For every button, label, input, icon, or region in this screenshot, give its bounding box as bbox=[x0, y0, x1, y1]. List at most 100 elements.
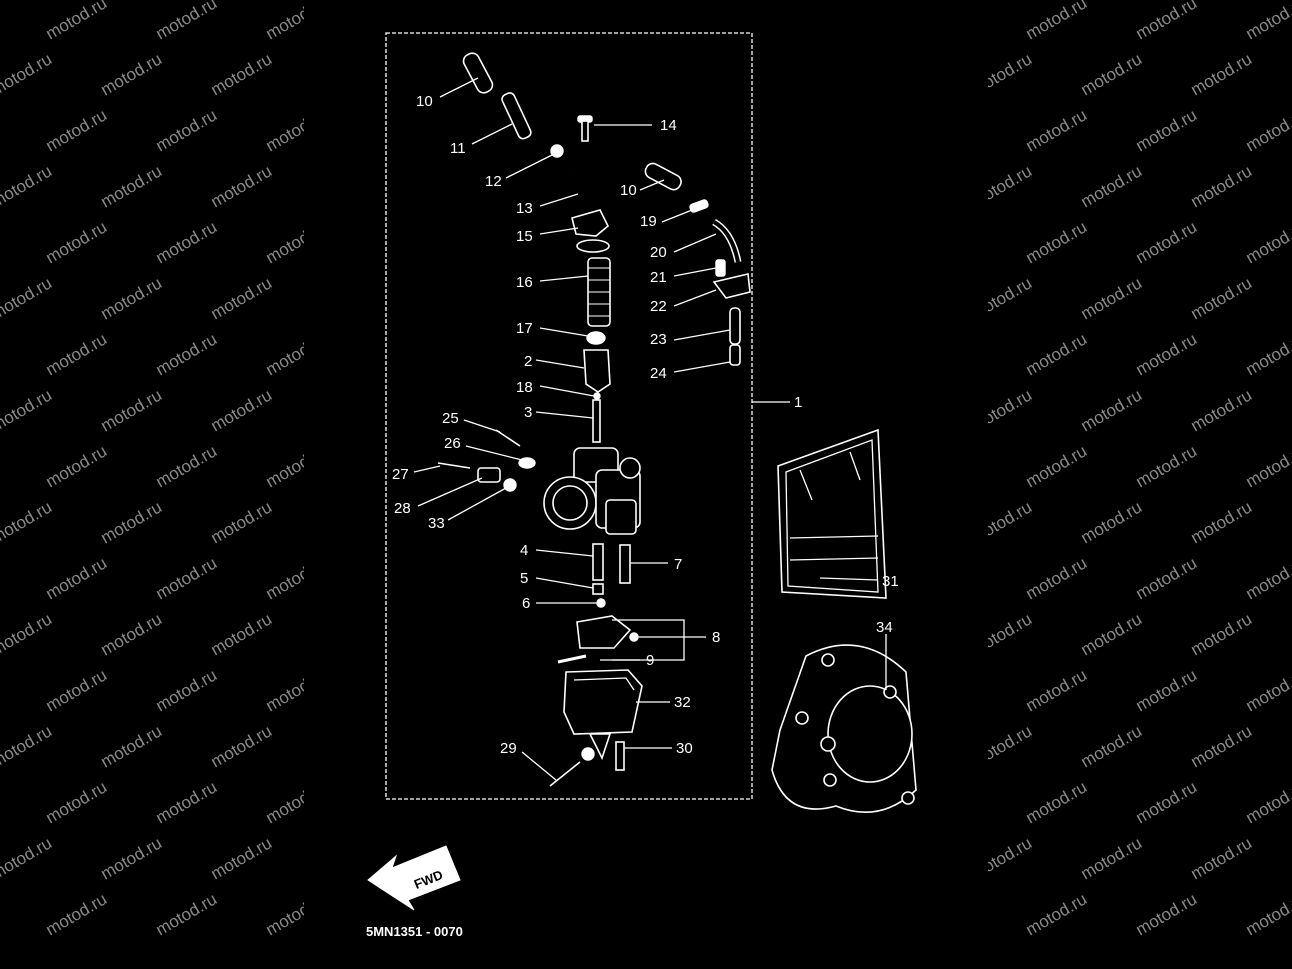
gasket-sheet bbox=[777, 428, 887, 599]
watermark-text: motod.ru bbox=[43, 665, 111, 715]
callout-27: 27 bbox=[392, 466, 409, 483]
callout-25: 25 bbox=[442, 410, 459, 427]
watermark-text: motod.ru bbox=[0, 497, 55, 547]
watermark-text: motod.ru bbox=[0, 273, 55, 323]
callout-labels: 10 11 12 13 14 15 16 17 2 18 3 25 26 27 … bbox=[392, 93, 899, 757]
watermark-text: motod.ru bbox=[208, 49, 276, 99]
callout-7: 7 bbox=[674, 556, 682, 573]
carburetor-body bbox=[543, 447, 641, 535]
watermark-text: motod.ru bbox=[208, 609, 276, 659]
watermark-text: motod.ru bbox=[968, 161, 1036, 211]
watermark-text: motod.ru bbox=[913, 329, 981, 379]
watermark-text: motod.ru bbox=[43, 0, 111, 43]
callout-33: 33 bbox=[428, 515, 445, 532]
watermark-text: motod.ru bbox=[913, 217, 981, 267]
watermark-text: motod.ru bbox=[0, 721, 55, 771]
watermark-text: motod.ru bbox=[1078, 49, 1146, 99]
watermark-text: motod.ru bbox=[208, 721, 276, 771]
part-drawings bbox=[437, 52, 917, 813]
watermark-text: motod.ru bbox=[318, 49, 386, 99]
watermark-text: motod.ru bbox=[1023, 441, 1091, 491]
watermark-text: motod.ru bbox=[318, 273, 386, 323]
watermark-text: motod.ru bbox=[263, 0, 331, 43]
watermark-text: motod.ru bbox=[913, 105, 981, 155]
watermark-text: motod.ru bbox=[208, 273, 276, 323]
watermark-text: motod.ru bbox=[153, 0, 221, 43]
watermark-text: motod.ru bbox=[1133, 441, 1201, 491]
callout-10-left: 10 bbox=[416, 93, 433, 110]
watermark-text: motod.ru bbox=[913, 665, 981, 715]
watermark-text: motod.ru bbox=[153, 329, 221, 379]
watermark-text: motod.ru bbox=[1243, 217, 1292, 267]
watermark-text: motod.ru bbox=[208, 497, 276, 547]
watermark-text: motod.ru bbox=[98, 385, 166, 435]
watermark-text: motod.ru bbox=[1243, 329, 1292, 379]
callout-17: 17 bbox=[516, 320, 533, 337]
watermark-text: motod.ru bbox=[263, 217, 331, 267]
watermark-text: motod.ru bbox=[1023, 889, 1091, 939]
watermark-text: motod.ru bbox=[263, 665, 331, 715]
watermark-text: motod.ru bbox=[263, 777, 331, 827]
watermark-text: motod.ru bbox=[0, 609, 55, 659]
callout-22: 22 bbox=[650, 298, 667, 315]
callout-34: 34 bbox=[876, 619, 893, 636]
callout-14: 14 bbox=[660, 117, 677, 134]
watermark-text: motod.ru bbox=[153, 777, 221, 827]
watermark-text: motod.ru bbox=[43, 105, 111, 155]
watermark-text: motod.ru bbox=[1243, 105, 1292, 155]
watermark-text: motod.ru bbox=[0, 161, 55, 211]
watermark-text: motod.ru bbox=[1023, 0, 1091, 43]
watermark-text: motod.ru bbox=[1023, 777, 1091, 827]
watermark-text: motod.ru bbox=[0, 833, 55, 883]
watermark-text: motod.ru bbox=[968, 721, 1036, 771]
callout-4: 4 bbox=[520, 542, 528, 559]
callout-31: 31 bbox=[882, 573, 899, 590]
watermark-text: motod.ru bbox=[1078, 497, 1146, 547]
watermark-text: motod.ru bbox=[1133, 665, 1201, 715]
callout-20: 20 bbox=[650, 244, 667, 261]
watermark-text: motod.ru bbox=[1243, 441, 1292, 491]
watermark-text: motod.ru bbox=[0, 385, 55, 435]
callout-11: 11 bbox=[450, 140, 466, 157]
callout-29: 29 bbox=[500, 740, 517, 757]
watermark-text: motod.ru bbox=[1243, 777, 1292, 827]
watermark-text: motod.ru bbox=[153, 217, 221, 267]
watermark-text: motod.ru bbox=[208, 161, 276, 211]
watermark-text: motod.ru bbox=[98, 273, 166, 323]
watermark-text: motod.ru bbox=[318, 497, 386, 547]
watermark-text: motod.ru bbox=[1023, 329, 1091, 379]
watermark-text: motod.ru bbox=[1243, 889, 1292, 939]
callout-26: 26 bbox=[444, 435, 461, 452]
watermark-text: motod.ru bbox=[208, 385, 276, 435]
watermark-text: motod.ru bbox=[913, 777, 981, 827]
watermark-text: motod.ru bbox=[1243, 553, 1292, 603]
watermark-text: motod.ru bbox=[43, 777, 111, 827]
callout-13: 13 bbox=[516, 200, 533, 217]
watermark-text: motod.ru bbox=[263, 889, 331, 939]
callout-28: 28 bbox=[394, 500, 411, 517]
watermark-text: motod.ru bbox=[1133, 329, 1201, 379]
callout-3: 3 bbox=[524, 404, 532, 421]
watermark-text: motod.ru bbox=[263, 553, 331, 603]
callout-21: 21 bbox=[650, 269, 667, 286]
watermark-text: motod.ru bbox=[153, 553, 221, 603]
callout-16: 16 bbox=[516, 274, 533, 291]
callout-8: 8 bbox=[712, 629, 720, 646]
watermark-text: motod.ru bbox=[968, 497, 1036, 547]
watermark-text: motod.ru bbox=[1188, 721, 1256, 771]
watermark-text: motod.ru bbox=[318, 161, 386, 211]
assembly-frame bbox=[385, 32, 753, 800]
watermark-right: motod.ru motod.ru motod.ru motod.ru motod.ru… bbox=[913, 0, 1292, 939]
watermark-text: motod.ru bbox=[98, 833, 166, 883]
watermark-text: motod.ru bbox=[43, 889, 111, 939]
watermark-text: motod.ru bbox=[98, 49, 166, 99]
watermark-text: motod.ru bbox=[1023, 665, 1091, 715]
watermark-text: motod.ru bbox=[1078, 273, 1146, 323]
watermark-text: motod.ru bbox=[153, 105, 221, 155]
watermark-text: motod.ru bbox=[1188, 385, 1256, 435]
watermark-text: motod.ru bbox=[913, 0, 981, 43]
watermark-text: motod.ru bbox=[1078, 721, 1146, 771]
callout-1: 1 bbox=[794, 394, 802, 411]
watermark-text: motod.ru bbox=[1078, 385, 1146, 435]
